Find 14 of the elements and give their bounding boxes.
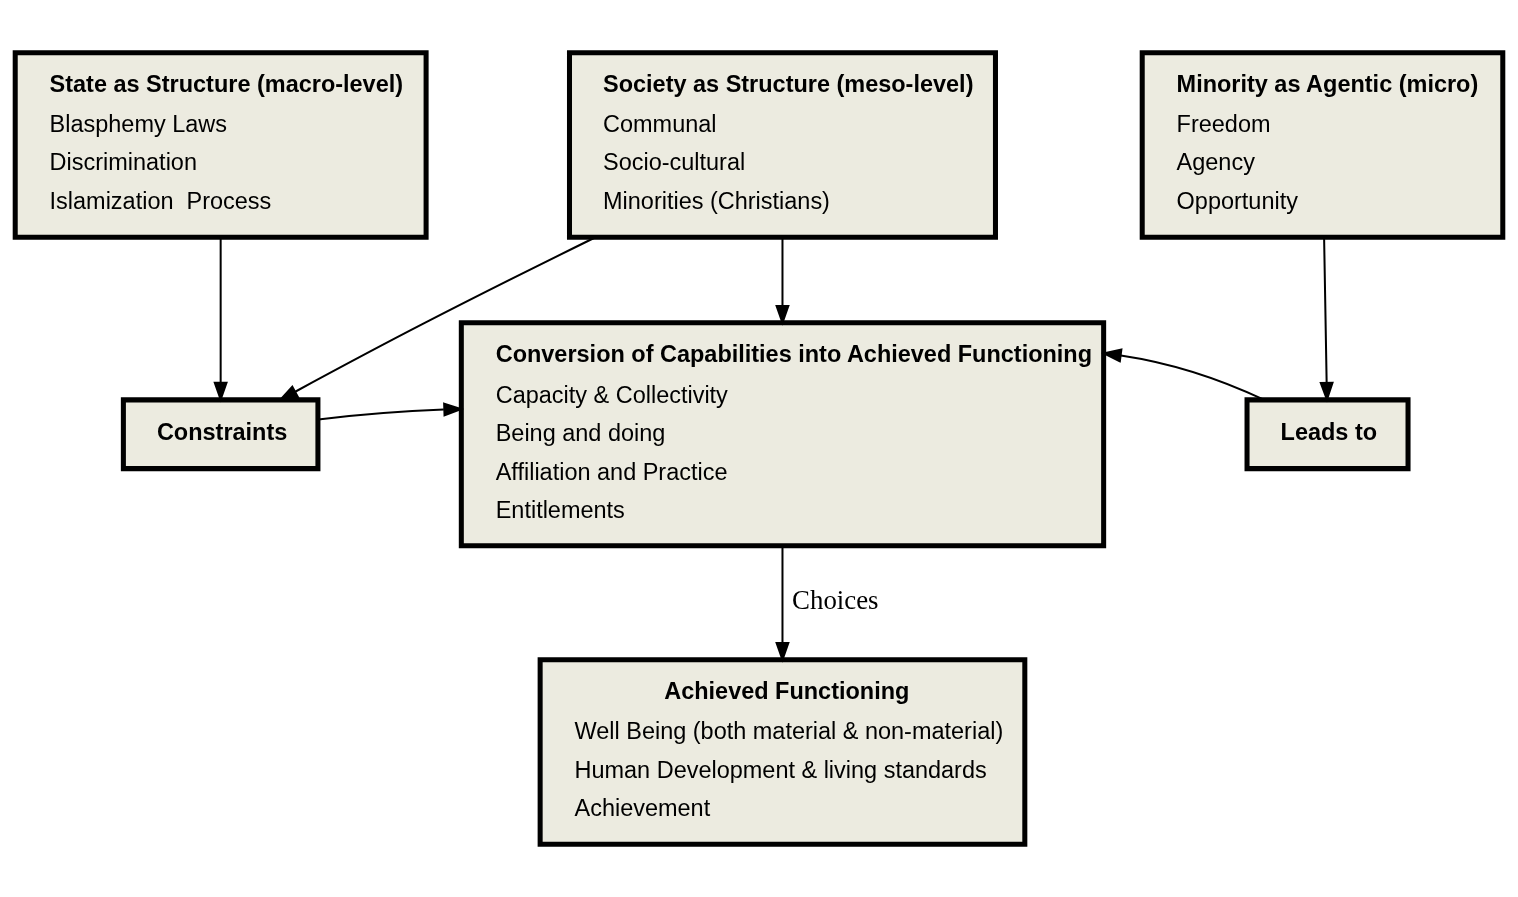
node-box: Minority as Agentic (micro) Freedom Agency Opportunity [1139,50,1506,240]
edge-label: Choices [792,585,879,616]
node-box: Conversion of Capabilities into Achieved Functioning Capacity & Collectivity Being and doing Affiliation and Practice Entitlements [458,320,1107,549]
node-box: Achieved Functioning Well Being (both material & non-material) Human Development & living standards Achievement [537,657,1028,847]
arrow [318,402,465,421]
arrow [775,545,790,663]
arrow [1319,237,1334,403]
node-box: Constraints [120,397,321,472]
node-box: State as Structure (macro-level) Blasphemy Laws Discrimination Islamization Process [12,50,429,240]
arrow [213,237,228,403]
node-box: Society as Structure (meso-level) Communal Socio-cultural Minorities (Christians) [566,50,998,240]
arrow [775,237,790,326]
arrow [1100,348,1265,401]
node-box: Leads to [1244,397,1411,472]
